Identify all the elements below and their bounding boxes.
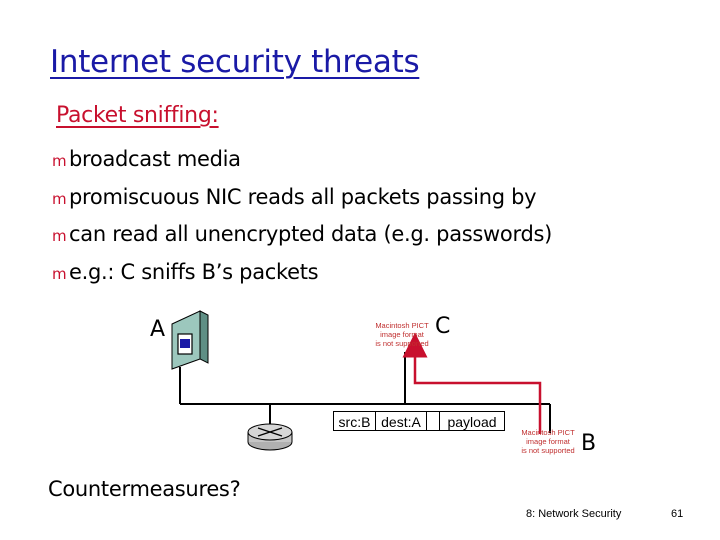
host-computer-icon [171, 310, 209, 370]
pict-placeholder-icon: Macintosh PICT image format is not suppo… [375, 321, 429, 348]
sniff-arrow [402, 332, 542, 434]
packet-payload-field: payload [439, 411, 505, 431]
packet-gap-field [426, 411, 440, 431]
router-icon [247, 423, 293, 451]
bullet-icon: m [52, 264, 67, 283]
slide-subtitle: Packet sniffing: [56, 103, 219, 128]
slide-title: Internet security threats [50, 44, 420, 80]
pict-placeholder-icon: Macintosh PICT image format is not suppo… [521, 428, 575, 455]
host-a-label: A [150, 317, 166, 342]
page-number: 61 [671, 508, 684, 520]
bullet-icon: m [52, 227, 67, 245]
host-b-label: B [581, 431, 597, 456]
bullet-icon: m [52, 152, 67, 170]
packet-src-field: src:B [333, 411, 376, 431]
packet-dest-field: dest:A [375, 411, 427, 431]
host-c-label: C [435, 314, 451, 339]
countermeasures-text: Countermeasures? [48, 477, 241, 501]
footer-section: 8: Network Security [526, 508, 622, 520]
bullet-icon: m [52, 189, 67, 208]
